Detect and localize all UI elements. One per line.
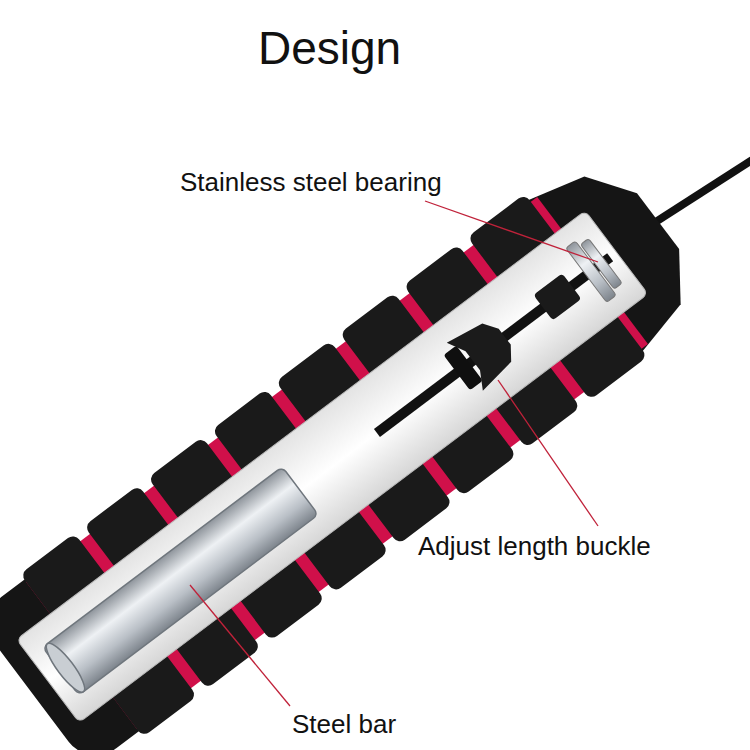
part-label: Stainless steel bearing [180, 168, 442, 198]
part-label: Steel bar [292, 710, 396, 740]
handle [0, 140, 719, 750]
leader-line [498, 380, 598, 526]
diagram-title: Design [258, 22, 401, 75]
leader-line [190, 585, 290, 706]
part-label: Adjust length buckle [418, 532, 651, 562]
leader-line [425, 201, 598, 262]
